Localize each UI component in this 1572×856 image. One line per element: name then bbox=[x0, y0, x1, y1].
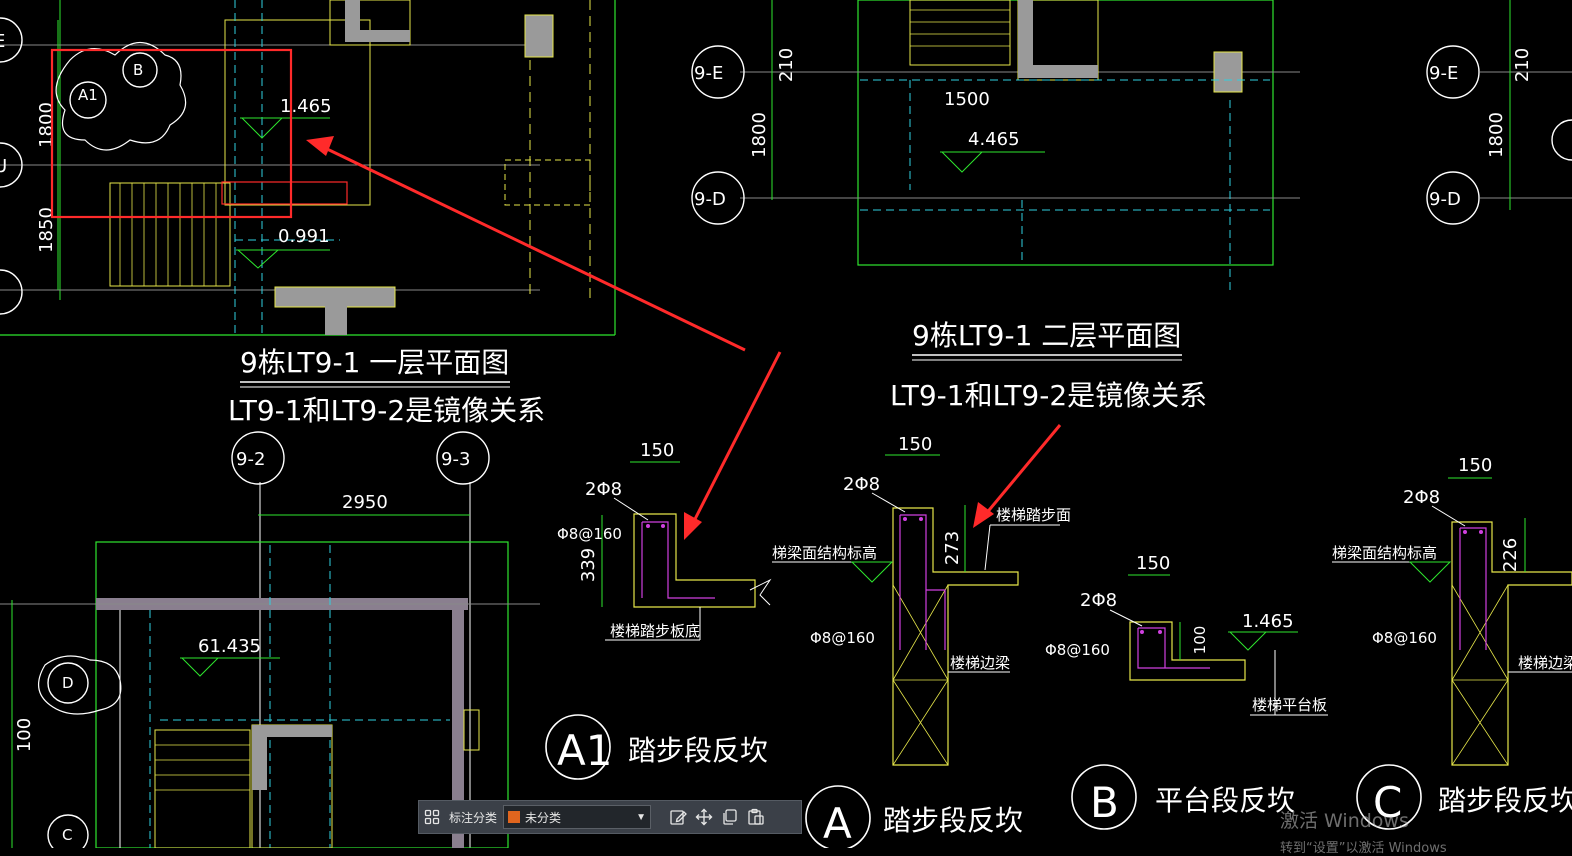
detail-c-rebar-phi8-160: Φ8@160 bbox=[1372, 629, 1437, 647]
plan-bottom-left: 9-2 9-3 2950 100 61.435 D C bbox=[0, 431, 540, 848]
detail-b-rebar-2phi8: 2Φ8 bbox=[1080, 590, 1117, 611]
detail-a1-rebar-phi8-160: Φ8@160 bbox=[557, 525, 622, 543]
grid-label-9d: 9-D bbox=[694, 189, 726, 210]
detail-b-caption: 平台段反坎 bbox=[1155, 784, 1295, 817]
detail-a-dim-150: 150 bbox=[898, 434, 932, 455]
detail-a-note-step-surface: 楼梯踏步面 bbox=[996, 506, 1071, 524]
toolbar-label: 标注分类 bbox=[449, 810, 498, 825]
detail-a1-note-stair-bottom: 楼梯踏步板底 bbox=[610, 622, 700, 640]
plan-second-floor: 210 1500 1800 4.465 9-E 9-D 9栋LT9-1 二层平面… bbox=[691, 0, 1300, 412]
dim-1800-left: 1800 bbox=[36, 102, 57, 148]
detail-b-dim-100: 100 bbox=[1191, 626, 1209, 655]
elevation-1465-detail-b: 1.465 bbox=[1242, 611, 1294, 632]
detail-b: 150 100 2Φ8 Φ8@160 1.465 楼梯平台板 bbox=[1045, 553, 1328, 716]
detail-b-label: B bbox=[1090, 778, 1119, 827]
plan-first-floor: 1800 1850 1.465 0.991 E U A1 B 9栋LT9-1 一… bbox=[0, 0, 616, 427]
annotation-toolbar: 标注分类 未分类 ▼ bbox=[418, 800, 802, 834]
arrow-head-1 bbox=[306, 136, 334, 156]
copy-icon[interactable] bbox=[717, 804, 743, 830]
elevation-4465-plan2: 4.465 bbox=[968, 129, 1020, 150]
plan1-title: 9栋LT9-1 一层平面图 bbox=[240, 346, 509, 379]
plan1-subtitle: LT9-1和LT9-2是镜像关系 bbox=[228, 394, 545, 427]
dim-1850-left: 1850 bbox=[36, 207, 57, 253]
marker-c: C bbox=[62, 826, 72, 844]
detail-a-rebar-phi8-160: Φ8@160 bbox=[810, 629, 875, 647]
detail-a1: 150 339 2Φ8 Φ8@160 楼梯踏步板底 bbox=[557, 440, 772, 641]
grid-label-e-left: E bbox=[0, 31, 5, 52]
move-icon[interactable] bbox=[691, 804, 717, 830]
detail-c-note-edge-beam: 楼梯边梁 bbox=[1518, 654, 1572, 672]
detail-a1-rebar-2phi8: 2Φ8 bbox=[585, 479, 622, 500]
chevron-down-icon: ▼ bbox=[636, 811, 647, 823]
dim-100-bottomleft: 100 bbox=[14, 718, 35, 752]
detail-b-rebar-phi8-160: Φ8@160 bbox=[1045, 641, 1110, 659]
detail-c-caption: 踏步段反坎 bbox=[1438, 784, 1572, 817]
marker-b: B bbox=[133, 61, 143, 79]
elevation-1465-plan1: 1.465 bbox=[280, 96, 332, 117]
grid-label-u-left: U bbox=[0, 156, 7, 177]
detail-a-note-edge-beam: 楼梯边梁 bbox=[950, 654, 1010, 672]
detail-a1-dim-339: 339 bbox=[578, 548, 599, 582]
windows-activation-watermark: 激活 Windows 转到“设置”以激活 Windows bbox=[1280, 806, 1447, 856]
watermark-line1: 激活 Windows bbox=[1280, 810, 1409, 832]
dim-1500-plan2: 1500 bbox=[944, 89, 990, 110]
detail-c-label: C bbox=[1373, 778, 1402, 827]
grid-icon[interactable] bbox=[419, 804, 445, 830]
detail-c-dim-226: 226 bbox=[1500, 538, 1521, 572]
elevation-0991-plan1: 0.991 bbox=[278, 226, 330, 247]
arrow-head-3 bbox=[973, 502, 994, 528]
highlight-box bbox=[50, 48, 293, 219]
grid-label-9-2: 9-2 bbox=[236, 449, 265, 470]
elevation-61435: 61.435 bbox=[198, 636, 261, 657]
dim-1800-plan2: 1800 bbox=[749, 112, 770, 158]
detail-a1-caption: 踏步段反坎 bbox=[628, 734, 768, 767]
category-selected-value: 未分类 bbox=[525, 810, 562, 825]
detail-a: 150 273 2Φ8 Φ8@160 梯梁面结构标高 楼梯踏步面 楼梯边梁 bbox=[772, 434, 1071, 766]
dim-210-right: 210 bbox=[1512, 48, 1533, 82]
detail-a-dim-273: 273 bbox=[942, 531, 963, 565]
paste-icon[interactable] bbox=[743, 804, 769, 830]
detail-labels: A1 踏步段反坎 A 踏步段反坎 B 平台段反坎 C 踏步段反坎 bbox=[545, 714, 1572, 848]
dim-210-plan2: 210 bbox=[776, 48, 797, 82]
plan-right-partial: 210 1800 9-E 9-D bbox=[1426, 0, 1572, 225]
watermark-line2: 转到“设置”以激活 Windows bbox=[1280, 841, 1447, 856]
arrow-head-2 bbox=[684, 512, 702, 540]
detail-a-label: A bbox=[823, 799, 852, 848]
grid-label-9-3: 9-3 bbox=[441, 449, 470, 470]
plan2-subtitle: LT9-1和LT9-2是镜像关系 bbox=[890, 379, 1207, 412]
marker-a1: A1 bbox=[78, 86, 98, 104]
detail-c-rebar-2phi8: 2Φ8 bbox=[1403, 487, 1440, 508]
detail-a1-label: A1 bbox=[557, 726, 612, 775]
edit-icon[interactable] bbox=[665, 804, 691, 830]
detail-a-caption: 踏步段反坎 bbox=[883, 804, 1023, 837]
dim-1800-right: 1800 bbox=[1486, 112, 1507, 158]
detail-a-rebar-2phi8: 2Φ8 bbox=[843, 474, 880, 495]
detail-c: 150 226 2Φ8 Φ8@160 梯梁面结构标高 楼梯边梁 bbox=[1332, 455, 1572, 766]
grid-label-9e-right: 9-E bbox=[1429, 63, 1458, 84]
detail-c-dim-150: 150 bbox=[1458, 455, 1492, 476]
plan2-title: 9栋LT9-1 二层平面图 bbox=[912, 319, 1181, 352]
annotation-arrows bbox=[306, 136, 1062, 540]
detail-b-dim-150: 150 bbox=[1136, 553, 1170, 574]
dim-2950: 2950 bbox=[342, 492, 388, 513]
category-select[interactable]: 未分类 ▼ bbox=[503, 805, 652, 829]
detail-c-note-beam-elev: 梯梁面结构标高 bbox=[1332, 544, 1437, 562]
detail-b-note-landing: 楼梯平台板 bbox=[1252, 696, 1327, 714]
category-color-swatch bbox=[508, 811, 521, 823]
grid-label-9e: 9-E bbox=[694, 63, 723, 84]
detail-a1-dim-150: 150 bbox=[640, 440, 674, 461]
grid-label-9d-right: 9-D bbox=[1429, 189, 1461, 210]
detail-a-note-beam-elev: 梯梁面结构标高 bbox=[772, 544, 877, 562]
marker-d: D bbox=[62, 674, 74, 692]
